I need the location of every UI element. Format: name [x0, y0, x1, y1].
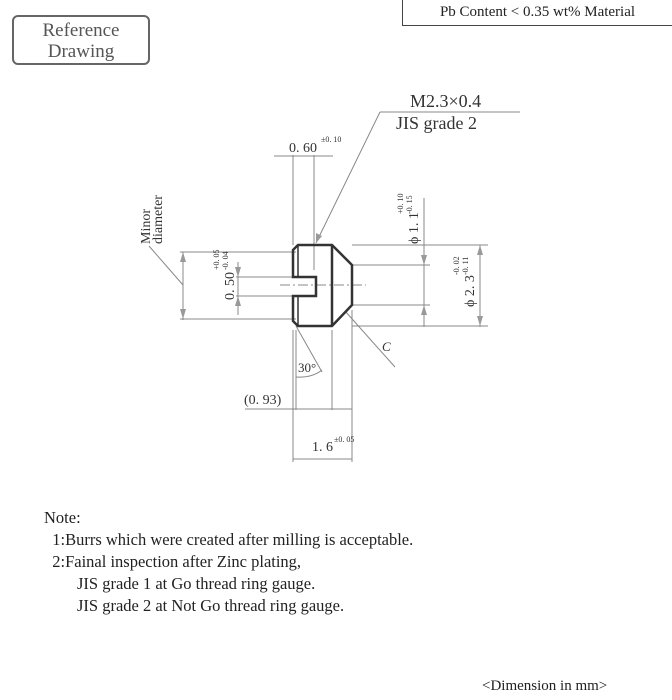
small-diameter-dim: ϕ 1. 1 +0. 10 -0. 15 [396, 193, 422, 244]
note-line: JIS grade 1 at Go thread ring gauge. [44, 574, 316, 593]
length-dim: 1. 6 [312, 440, 333, 455]
svg-text:ϕ 1. 1: ϕ 1. 1 [407, 212, 422, 244]
svg-text:Minor: Minor [139, 209, 154, 244]
svg-text:-0. 02: -0. 02 [452, 256, 461, 275]
dimension-lines [148, 111, 520, 462]
svg-text:-0. 04: -0. 04 [221, 251, 230, 270]
thread-grade: JIS grade 2 [396, 113, 477, 133]
notes-title: Note: [44, 508, 81, 527]
slot-width-tol: ±0. 10 [321, 135, 341, 144]
svg-text:0. 50: 0. 50 [223, 272, 238, 300]
note-line: 2:Fainal inspection after Zinc plating, [44, 552, 302, 571]
stamp-line-1: Reference [42, 20, 120, 41]
svg-text:diameter: diameter [151, 195, 166, 244]
svg-text:-0. 15: -0. 15 [405, 195, 414, 214]
chamfer-label: C [382, 339, 391, 354]
minor-diameter-label: Minor diameter [139, 195, 166, 244]
svg-text:-0. 11: -0. 11 [461, 257, 470, 275]
note-line: JIS grade 2 at Not Go thread ring gauge. [44, 596, 345, 615]
dimension-unit: <Dimension in mm> [482, 678, 608, 694]
screw-outline [291, 243, 354, 328]
arrowheads [180, 233, 483, 326]
note-line: 1:Burrs which were created after milling… [44, 530, 414, 549]
thread-spec: M2.3×0.4 [410, 91, 481, 111]
ref-length-dim: (0. 93) [244, 393, 282, 408]
angle-label: 30° [298, 360, 316, 375]
notes: Note: 1:Burrs which were created after m… [44, 507, 413, 617]
slot-depth-dim: 0. 50 +0. 05 -0. 04 [212, 249, 238, 300]
major-diameter-dim: ϕ 2. 3 -0. 02 -0. 11 [452, 256, 478, 307]
stamp-line-2: Drawing [47, 41, 115, 62]
svg-text:+0. 10: +0. 10 [396, 193, 405, 214]
slot-width-dim: 0. 60 [289, 141, 317, 156]
svg-text:ϕ 2. 3: ϕ 2. 3 [463, 275, 478, 307]
svg-text:+0. 05: +0. 05 [212, 249, 221, 270]
material-note: Pb Content < 0.35 wt% Material [402, 0, 672, 26]
length-tol: ±0. 05 [334, 435, 354, 444]
reference-drawing-stamp: Reference Drawing [12, 15, 150, 65]
